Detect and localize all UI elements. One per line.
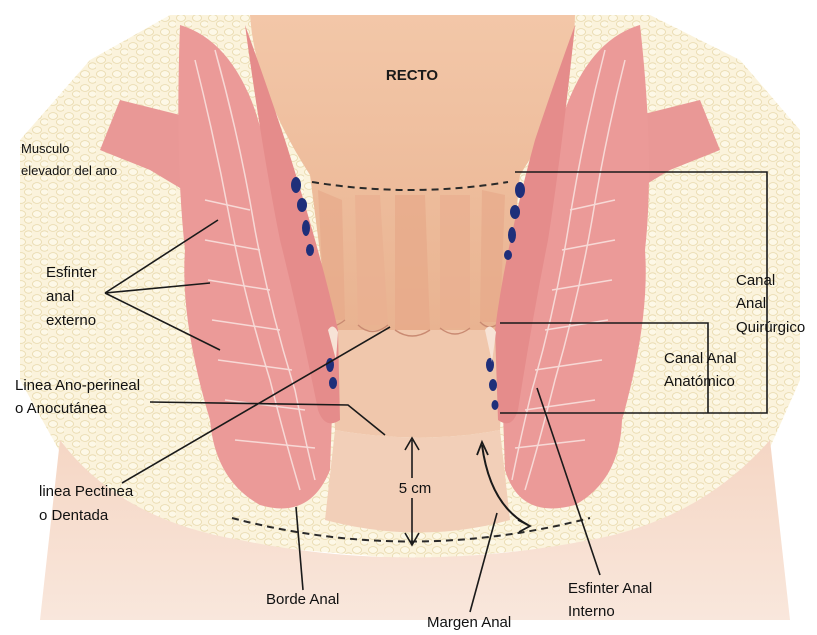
label-musculo-2: elevador del ano (21, 163, 117, 178)
label-esfinter-int-2: Interno (568, 603, 615, 620)
label-canal-quirurgico-1: Canal (736, 272, 775, 289)
label-esfinter-ext-2: anal (46, 288, 74, 305)
label-canal-anatomico-1: Canal Anal (664, 350, 737, 367)
label-linea-ano-1: Linea Ano-perineal (15, 377, 140, 394)
label-esfinter-ext-3: externo (46, 312, 96, 329)
label-esfinter-ext-1: Esfinter (46, 264, 97, 281)
label-canal-quirurgico-2: Anal (736, 295, 766, 312)
label-canal-quirurgico-3: Quirúrgico (736, 319, 805, 336)
label-linea-pect-1: linea Pectinea (39, 483, 134, 500)
label-linea-ano-2: o Anocutánea (15, 400, 107, 417)
label-margen-anal: Margen Anal (427, 614, 511, 631)
measurement-label: 5 cm (399, 480, 432, 497)
label-esfinter-int-1: Esfinter Anal (568, 580, 652, 597)
label-borde-anal: Borde Anal (266, 591, 339, 608)
label-recto: RECTO (386, 67, 439, 84)
label-linea-pect-2: o Dentada (39, 507, 109, 524)
label-musculo-1: Musculo (21, 141, 69, 156)
label-canal-anatomico-2: Anatómico (664, 373, 735, 390)
